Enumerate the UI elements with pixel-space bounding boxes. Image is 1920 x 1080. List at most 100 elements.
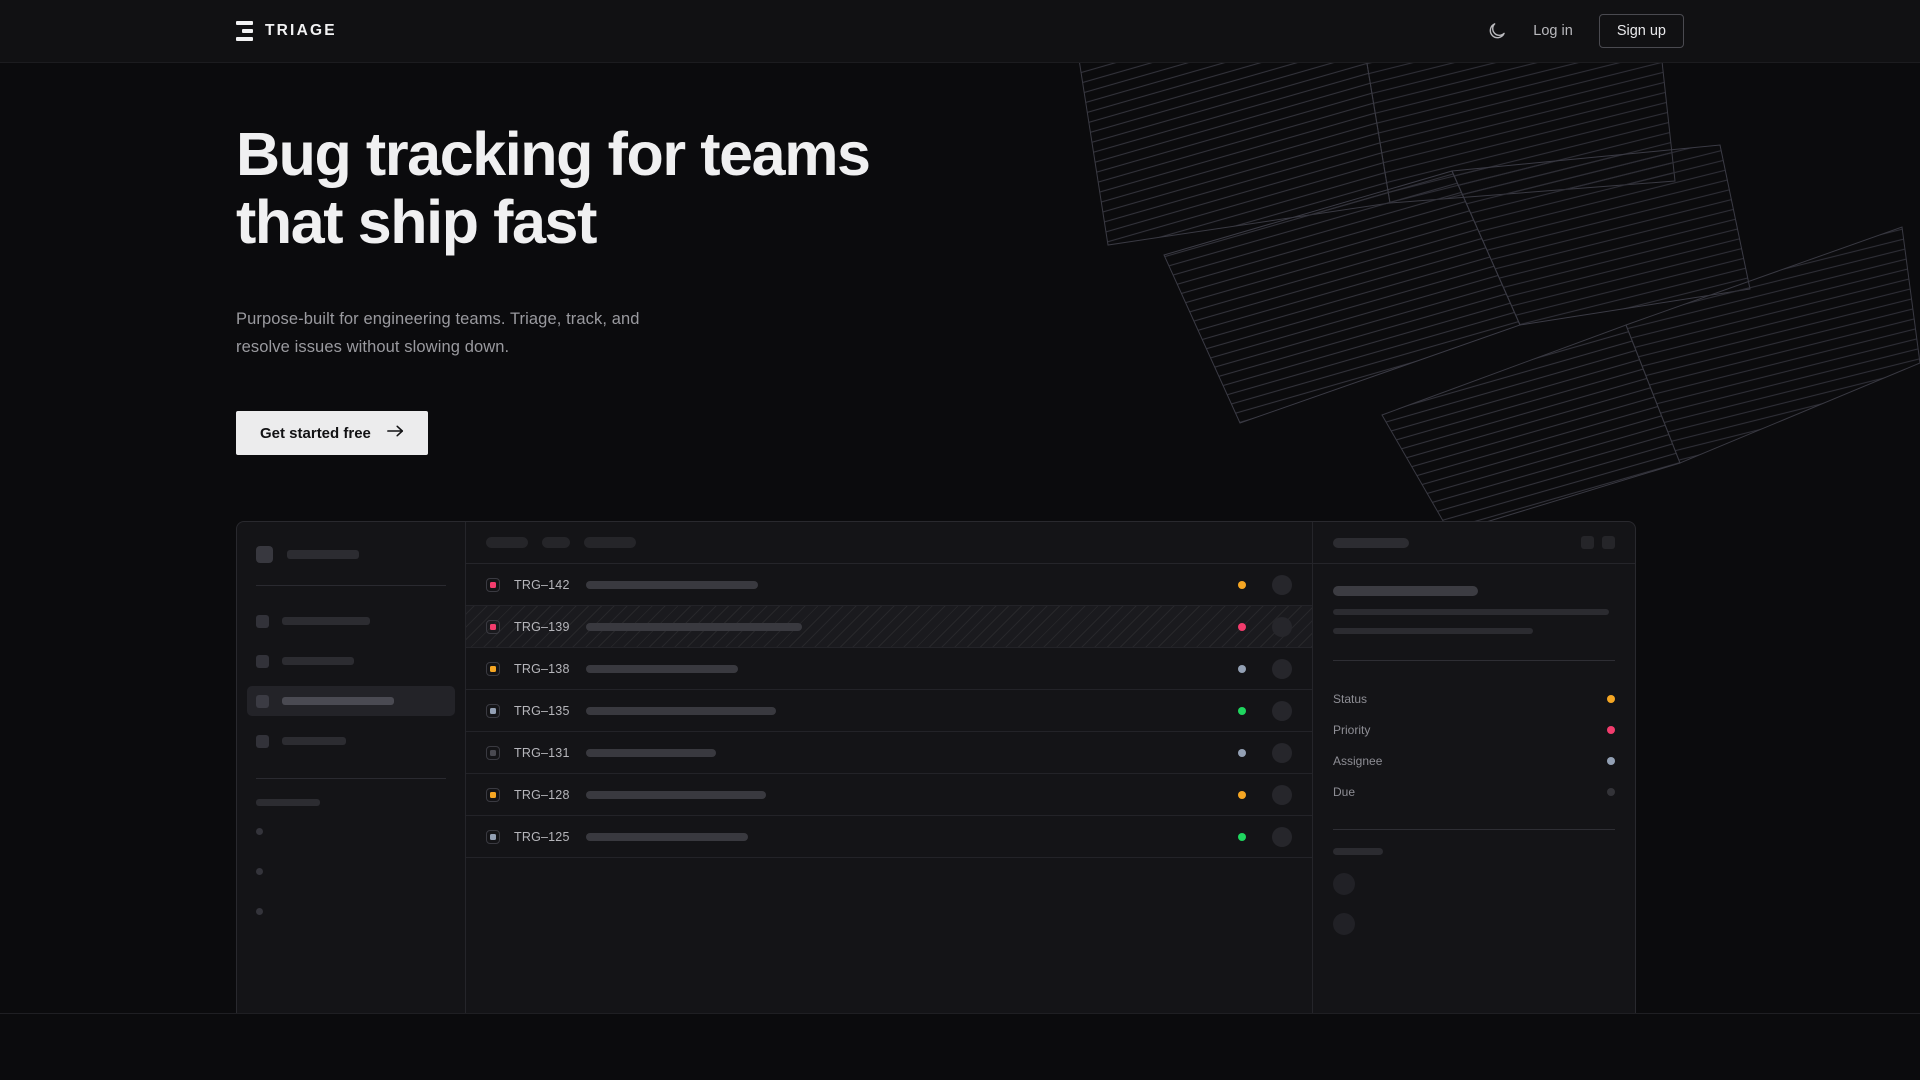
issue-title-skeleton xyxy=(586,790,766,799)
workspace-name-skeleton xyxy=(287,550,359,559)
get-started-label: Get started free xyxy=(260,424,371,442)
detail-meta-row[interactable]: Due xyxy=(1333,776,1615,807)
brand-name: TRIAGE xyxy=(265,22,337,39)
sidebar-project-item[interactable] xyxy=(256,856,446,886)
status-dot-icon xyxy=(1238,748,1246,757)
sidebar-nav-icon xyxy=(256,734,269,748)
top-navigation-bar: TRIAGE Log in Sign up xyxy=(0,0,1920,63)
issue-row[interactable]: TRG–135 xyxy=(466,690,1312,732)
issue-filter-chip[interactable] xyxy=(584,537,636,548)
activity-avatars xyxy=(1333,873,1615,935)
arrow-right-icon xyxy=(386,424,404,442)
assignee-avatar[interactable] xyxy=(1272,574,1292,595)
detail-meta-label: Priority xyxy=(1333,722,1371,737)
brand-logo[interactable]: TRIAGE xyxy=(236,21,337,41)
sidebar-divider-bottom xyxy=(256,778,446,779)
priority-indicator[interactable] xyxy=(486,661,500,676)
activity-label-skeleton xyxy=(1333,848,1383,855)
detail-divider xyxy=(1333,660,1615,661)
detail-meta-label: Due xyxy=(1333,784,1356,799)
issue-id: TRG–139 xyxy=(514,619,570,634)
issue-id: TRG–138 xyxy=(514,661,570,676)
priority-indicator[interactable] xyxy=(486,619,500,634)
priority-indicator[interactable] xyxy=(486,829,500,844)
priority-indicator[interactable] xyxy=(486,745,500,760)
hero-section: Bug tracking for teams that ship fast Pu… xyxy=(236,120,871,456)
issue-row[interactable]: TRG–142 xyxy=(466,564,1312,606)
decorative-panel-graphic xyxy=(1060,63,1920,533)
detail-action-buttons xyxy=(1581,536,1615,549)
issue-title-skeleton xyxy=(586,580,758,589)
sidebar-nav-item[interactable] xyxy=(247,726,455,756)
sidebar-section-label-skeleton xyxy=(256,799,320,806)
detail-meta-row[interactable]: Priority xyxy=(1333,714,1615,745)
issue-id: TRG–125 xyxy=(514,829,570,844)
activity-avatar[interactable] xyxy=(1333,873,1355,895)
issue-title-skeleton xyxy=(586,748,716,757)
sidebar-nav-item[interactable] xyxy=(247,686,455,716)
status-dot-icon xyxy=(1238,664,1246,673)
issue-filter-chip[interactable] xyxy=(486,537,528,548)
status-dot-icon xyxy=(1238,832,1246,841)
workspace-switcher[interactable] xyxy=(256,546,446,563)
sidebar-nav-label-skeleton xyxy=(282,657,354,665)
detail-action-button[interactable] xyxy=(1581,536,1594,549)
issue-list-toolbar xyxy=(466,522,1312,564)
issue-row[interactable]: TRG–131 xyxy=(466,732,1312,774)
issue-row[interactable]: TRG–139 xyxy=(466,606,1312,648)
status-dot-icon xyxy=(1238,622,1246,631)
detail-meta-row[interactable]: Status xyxy=(1333,683,1615,714)
issue-title-skeleton xyxy=(586,706,776,715)
login-link[interactable]: Log in xyxy=(1533,23,1573,39)
page-bottom-rule xyxy=(0,1013,1920,1014)
preview-sidebar xyxy=(237,522,466,1013)
detail-meta-row[interactable]: Assignee xyxy=(1333,745,1615,776)
hero-subheading: Purpose-built for engineering teams. Tri… xyxy=(236,309,640,356)
moon-icon[interactable] xyxy=(1487,21,1507,41)
sidebar-nav-icon xyxy=(256,694,269,708)
priority-indicator[interactable] xyxy=(486,703,500,718)
sidebar-project-item[interactable] xyxy=(256,896,446,926)
detail-divider-activity xyxy=(1333,829,1615,830)
sidebar-project-item[interactable] xyxy=(256,816,446,846)
detail-meta-label: Status xyxy=(1333,691,1368,706)
detail-action-button[interactable] xyxy=(1602,536,1615,549)
detail-panel-header xyxy=(1313,522,1635,564)
assignee-avatar[interactable] xyxy=(1272,742,1292,763)
signup-button[interactable]: Sign up xyxy=(1598,14,1684,48)
detail-description-skeleton xyxy=(1333,609,1615,634)
issue-filter-chip[interactable] xyxy=(542,537,570,548)
sidebar-nav-item[interactable] xyxy=(247,646,455,676)
issue-title-skeleton xyxy=(586,832,748,841)
assignee-avatar[interactable] xyxy=(1272,784,1292,805)
assignee-avatar[interactable] xyxy=(1272,658,1292,679)
priority-indicator[interactable] xyxy=(486,577,500,592)
get-started-button[interactable]: Get started free xyxy=(236,411,428,456)
sidebar-nav-label-skeleton xyxy=(282,737,346,745)
status-dot-icon xyxy=(1238,706,1246,715)
nav-actions: Log in Sign up xyxy=(1487,14,1684,48)
issue-id: TRG–131 xyxy=(514,745,570,760)
page-title: Bug tracking for teams that ship fast xyxy=(236,120,871,257)
priority-indicator[interactable] xyxy=(486,787,500,802)
detail-meta-value-dot xyxy=(1607,725,1615,734)
status-dot-icon xyxy=(1238,580,1246,589)
sidebar-nav-icon xyxy=(256,654,269,668)
assignee-avatar[interactable] xyxy=(1272,616,1292,637)
stacked-bars-logo-icon xyxy=(236,21,253,41)
activity-avatar[interactable] xyxy=(1333,913,1355,935)
assignee-avatar[interactable] xyxy=(1272,700,1292,721)
sidebar-nav-icon xyxy=(256,614,269,628)
issue-row[interactable]: TRG–128 xyxy=(466,774,1312,816)
assignee-avatar[interactable] xyxy=(1272,826,1292,847)
detail-meta-value-dot xyxy=(1607,787,1615,796)
issue-row[interactable]: TRG–125 xyxy=(466,816,1312,858)
issue-row[interactable]: TRG–138 xyxy=(466,648,1312,690)
sidebar-divider-top xyxy=(256,585,446,586)
sidebar-nav-item[interactable] xyxy=(247,606,455,636)
detail-title-skeleton xyxy=(1333,586,1478,596)
detail-meta-label: Assignee xyxy=(1333,753,1383,768)
